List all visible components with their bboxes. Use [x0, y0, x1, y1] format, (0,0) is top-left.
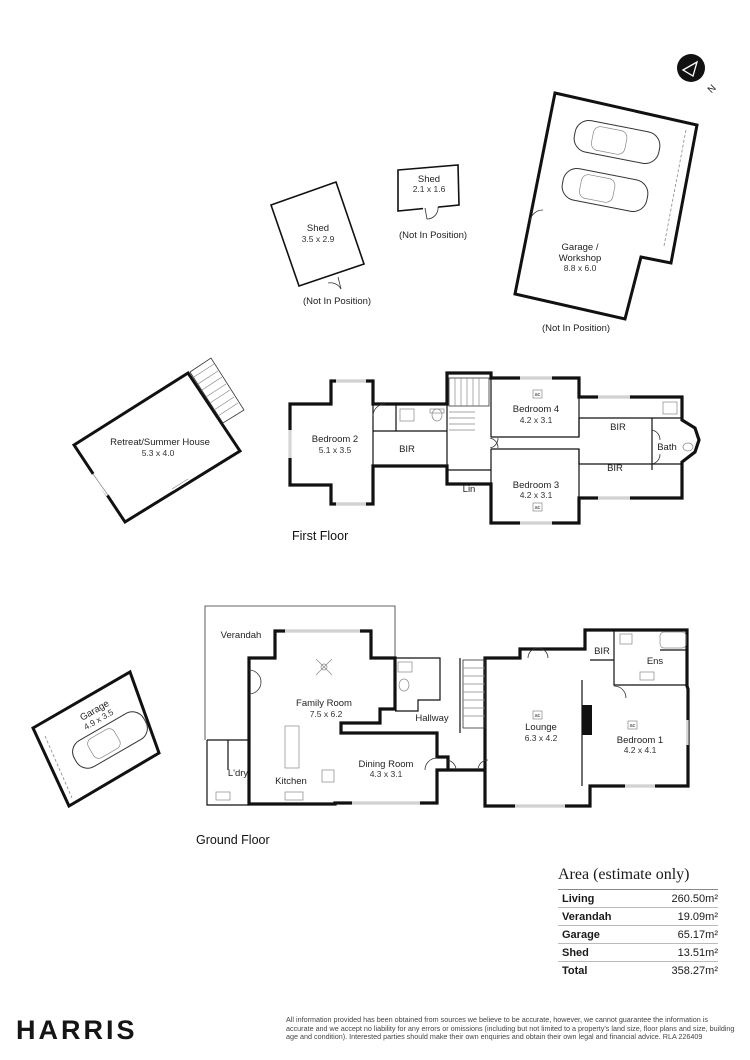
bir-label: BIR [594, 646, 610, 657]
area-row-value: 13.51m² [677, 947, 718, 959]
ceiling-fan-icon [315, 658, 333, 676]
area-summary: Area (estimate only) Living 260.50m² Ver… [558, 866, 718, 979]
bedroom2-size: 5.1 x 3.5 [319, 445, 352, 455]
area-row-value: 358.27m² [671, 965, 718, 977]
area-row-label: Garage [562, 929, 600, 941]
compass: N [677, 54, 719, 96]
lounge-label: Lounge [525, 722, 557, 733]
verandah-label: Verandah [221, 630, 262, 641]
retreat-size: 5.3 x 4.0 [142, 448, 175, 458]
lin-label: Lin [463, 484, 476, 495]
area-row: Shed 13.51m² [558, 944, 718, 962]
bedroom4-size: 4.2 x 3.1 [520, 415, 553, 425]
area-row-total: Total 358.27m² [558, 962, 718, 979]
shed-2-1x1-6: Shed 2.1 x 1.6 (Not In Position) [397, 164, 467, 241]
laundry-label: L'dry [228, 768, 249, 779]
shed-b-note: (Not In Position) [399, 230, 467, 241]
bedroom1-label: Bedroom 1 [617, 735, 663, 746]
ac-marker-bedroom3: ac [535, 505, 541, 511]
area-row-value: 260.50m² [671, 893, 718, 905]
bedroom2-label: Bedroom 2 [312, 434, 358, 445]
bedroom4-label: Bedroom 4 [513, 404, 559, 415]
area-row: Garage 65.17m² [558, 926, 718, 944]
bir-upper-label: BIR [610, 422, 626, 433]
garage-workshop-size: 8.8 x 6.0 [564, 263, 597, 273]
disclaimer-text: All information provided has been obtain… [286, 1015, 735, 1042]
area-row-label: Verandah [562, 911, 612, 923]
area-title: Area (estimate only) [558, 866, 718, 890]
shed-a-note: (Not In Position) [303, 296, 371, 307]
area-row: Living 260.50m² [558, 890, 718, 908]
garage-workshop-name-1: Garage / [562, 242, 599, 253]
dining-room-size: 4.3 x 3.1 [370, 769, 403, 779]
shed-b-name: Shed [418, 174, 440, 185]
bedroom1-size: 4.2 x 4.1 [624, 745, 657, 755]
harris-logo: HARRIS [16, 1015, 138, 1045]
shed-3-5x2-9: Shed 3.5 x 2.9 (Not In Position) [269, 180, 371, 307]
ground-floor-plan: ac ac Verandah Family Room 7.5 x 6.2 L'd… [196, 605, 690, 847]
garage-workshop: Garage / Workshop 8.8 x 6.0 (Not In Posi… [513, 91, 699, 334]
dining-room-label: Dining Room [359, 759, 414, 770]
garage-workshop-name-2: Workshop [559, 253, 602, 264]
family-room-label: Family Room [296, 698, 352, 709]
bath-label: Bath [657, 442, 677, 453]
area-row: Verandah 19.09m² [558, 908, 718, 926]
area-row-label: Shed [562, 947, 589, 959]
first-floor-title: First Floor [292, 529, 348, 543]
area-row-value: 19.09m² [677, 911, 718, 923]
shed-b-size: 2.1 x 1.6 [413, 184, 446, 194]
car-icon [72, 711, 148, 769]
shed-a-size: 3.5 x 2.9 [302, 234, 335, 244]
car-icon [573, 120, 661, 164]
ac-marker-lounge: ac [535, 713, 541, 719]
kitchen-label: Kitchen [275, 776, 307, 787]
shed-a-name: Shed [307, 223, 329, 234]
ground-floor-title: Ground Floor [196, 833, 270, 847]
area-row-value: 65.17m² [677, 929, 718, 941]
retreat-name: Retreat/Summer House [110, 437, 210, 448]
garage-workshop-note: (Not In Position) [542, 323, 610, 334]
lounge-size: 6.3 x 4.2 [525, 733, 558, 743]
ac-marker-bedroom1: ac [630, 723, 636, 729]
garage-small: Garage 4.9 x 3.5 [31, 669, 161, 809]
car-icon [561, 168, 649, 212]
retreat-summer-house: Retreat/Summer House 5.3 x 4.0 [71, 357, 245, 525]
ens-label: Ens [647, 656, 664, 667]
compass-north-label: N [706, 83, 719, 96]
bir-lower-label: BIR [607, 463, 623, 474]
bedroom3-label: Bedroom 3 [513, 480, 559, 491]
area-row-label: Living [562, 893, 595, 905]
area-row-label: Total [562, 965, 588, 977]
ac-marker-bedroom4: ac [535, 392, 541, 398]
bedroom3-size: 4.2 x 3.1 [520, 490, 553, 500]
first-floor-plan: ac ac Bedroom 2 5.1 x 3.5 BIR Bedroom 4 … [288, 371, 701, 543]
hallway-label: Hallway [415, 713, 449, 724]
bir-left-label: BIR [399, 444, 415, 455]
family-room-size: 7.5 x 6.2 [310, 709, 343, 719]
